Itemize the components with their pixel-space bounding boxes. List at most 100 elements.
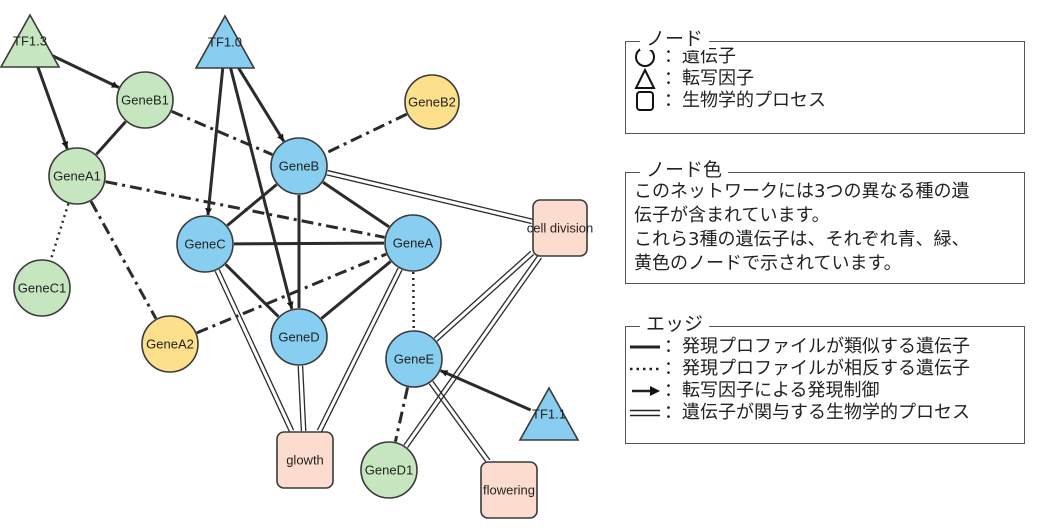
legend-node-color-line: このネットワークには3つの異なる種の遺 <box>634 181 970 202</box>
edge-similar-GeneC-GeneA <box>233 241 385 246</box>
triangle-icon <box>626 68 664 90</box>
node-label: GeneA1 <box>53 169 101 184</box>
tf-triangle <box>0 13 61 68</box>
process-box <box>480 461 538 519</box>
arrow-icon <box>626 385 664 397</box>
edge-similar-GeneC-GeneD <box>224 263 280 318</box>
edge-regulation-TF1.3-GeneA1 <box>35 63 69 150</box>
edge-similar-GeneB-GeneA <box>322 180 390 229</box>
legend-edge-similar-label: ：発現プロファイルが類似する遺伝子 <box>664 336 970 357</box>
edge-process-GeneB-cell-division <box>326 169 533 225</box>
edge-dashdot-GeneE-GeneD1 <box>393 386 410 443</box>
node-geneb1[interactable]: GeneB1 <box>116 71 174 129</box>
square-icon <box>626 90 664 112</box>
legend-node-tf-label: ：転写因子 <box>664 68 754 89</box>
edge-process-GeneE-cell-division <box>433 250 535 342</box>
node-label: GeneA2 <box>146 337 194 352</box>
node-tf1-3[interactable]: TF1.3 <box>0 13 61 68</box>
node-tf1-0[interactable]: TF1.0 <box>194 14 256 69</box>
gene-circle <box>141 315 199 373</box>
legend-node-process-label: ：生物学的プロセス <box>664 90 826 111</box>
node-genec1[interactable]: GeneC1 <box>13 259 71 317</box>
edge-dashdot-GeneB2-GeneB <box>324 112 408 155</box>
edge-regulation-TF1.0-GeneD <box>228 65 294 310</box>
tf-triangle <box>518 386 580 441</box>
solid-line-icon <box>626 341 664 353</box>
edge-regulation-TF1.3-GeneB1 <box>47 52 120 89</box>
node-gened1[interactable]: GeneD1 <box>360 441 418 499</box>
node-label: GeneD <box>278 330 319 345</box>
legend-node-color-line: 伝子が含まれています。 <box>634 205 830 226</box>
node-gened[interactable]: GeneD <box>270 308 328 366</box>
node-genee[interactable]: GeneE <box>385 330 443 388</box>
node-tf1-1[interactable]: TF1.1 <box>518 386 580 441</box>
node-cell-division[interactable]: cell division <box>527 199 593 257</box>
legend-edge-regulation: ：転写因子による発現制御 <box>626 380 1024 402</box>
edge-process-GeneD1-cell-division <box>403 255 542 448</box>
edge-similar-GeneB1-GeneA1 <box>95 120 127 156</box>
node-label: GeneA <box>393 236 434 251</box>
legend-edge-opposite: ：発現プロファイルが相反する遺伝子 <box>626 358 1024 380</box>
dotted-line-icon <box>626 363 664 375</box>
node-label: GeneB <box>279 159 319 174</box>
edge-dashdot-GeneB1-GeneB <box>171 110 273 156</box>
process-box <box>276 431 334 489</box>
edge-regulation-TF1.0-GeneB <box>234 62 286 143</box>
legend-edge-similar: ：発現プロファイルが類似する遺伝子 <box>626 336 1024 358</box>
legend-nodes: ノード ：遺伝子 ：転写因子 ：生物学的プロセス <box>625 28 1025 134</box>
edge-dashdot-GeneA1-GeneA <box>105 180 385 239</box>
gene-circle <box>404 74 460 130</box>
legend-node-color-title: ノード色 <box>640 159 729 181</box>
node-label: GeneC1 <box>18 281 66 296</box>
legend-edge-process-label: ：遺伝子が関与する生物学的プロセス <box>664 402 970 423</box>
node-geneb[interactable]: GeneB <box>270 137 328 195</box>
node-flowering[interactable]: flowering <box>480 461 538 519</box>
legend-edge-process: ：遺伝子が関与する生物学的プロセス <box>626 402 1024 424</box>
legend-node-gene-label: ：遺伝子 <box>664 46 736 67</box>
node-genea1[interactable]: GeneA1 <box>48 147 106 205</box>
node-genea2[interactable]: GeneA2 <box>141 315 199 373</box>
node-genea[interactable]: GeneA <box>384 214 442 272</box>
node-label: flowering <box>483 483 535 498</box>
node-label: TF1.0 <box>208 35 242 50</box>
edge-process-GeneE-flowering <box>428 380 491 463</box>
gene-circle <box>270 308 328 366</box>
legend-edges-title: エッジ <box>640 313 710 335</box>
edge-similar-GeneB-GeneC <box>226 183 278 227</box>
tf-triangle <box>194 14 256 69</box>
legend-node-color-line: 黄色のノードで示されています。 <box>634 253 902 274</box>
node-label: GeneC <box>184 237 225 252</box>
node-label: GeneB1 <box>121 93 169 108</box>
node-label: GeneD1 <box>365 463 413 478</box>
gene-circle <box>48 147 106 205</box>
gene-circle <box>270 137 328 195</box>
gene-circle <box>384 214 442 272</box>
edge-similar-GeneA-GeneD <box>320 260 392 320</box>
node-glowth[interactable]: glowth <box>276 431 334 489</box>
edge-process-GeneD-glowth <box>297 365 307 432</box>
process-box <box>532 199 588 257</box>
node-label: GeneE <box>394 352 435 367</box>
edge-opposite-GeneA1-GeneC1 <box>49 203 70 261</box>
legend-edges: エッジ ：発現プロファイルが類似する遺伝子 ：発現プロファイルが相反する遺伝子 … <box>625 313 1025 444</box>
gene-circle <box>385 330 443 388</box>
node-label: TF1.3 <box>13 34 47 49</box>
gene-circle <box>360 441 418 499</box>
edge-process-GeneA-glowth <box>316 267 403 433</box>
node-geneb2[interactable]: GeneB2 <box>404 74 460 130</box>
edge-opposite-GeneA-GeneE <box>412 271 415 331</box>
node-label: glowth <box>286 453 324 468</box>
legend-edge-regulation-label: ：転写因子による発現制御 <box>664 380 880 401</box>
node-label: cell division <box>527 221 593 236</box>
edge-dashdot-GeneA1-GeneA2 <box>89 200 158 320</box>
gene-circle <box>116 71 174 129</box>
node-label: GeneB2 <box>408 95 456 110</box>
edge-process-GeneC-glowth <box>214 269 295 433</box>
edge-dashdot-GeneA2-GeneA <box>196 252 387 335</box>
node-label: TF1.1 <box>532 407 566 422</box>
node-genec[interactable]: GeneC <box>176 215 234 273</box>
legend-nodes-title: ノード <box>640 28 710 50</box>
legend-node-process: ：生物学的プロセス <box>626 90 1024 112</box>
legend-node-color: ノード色 このネットワークには3つの異なる種の遺 伝子が含まれています。 これら… <box>625 159 1025 284</box>
